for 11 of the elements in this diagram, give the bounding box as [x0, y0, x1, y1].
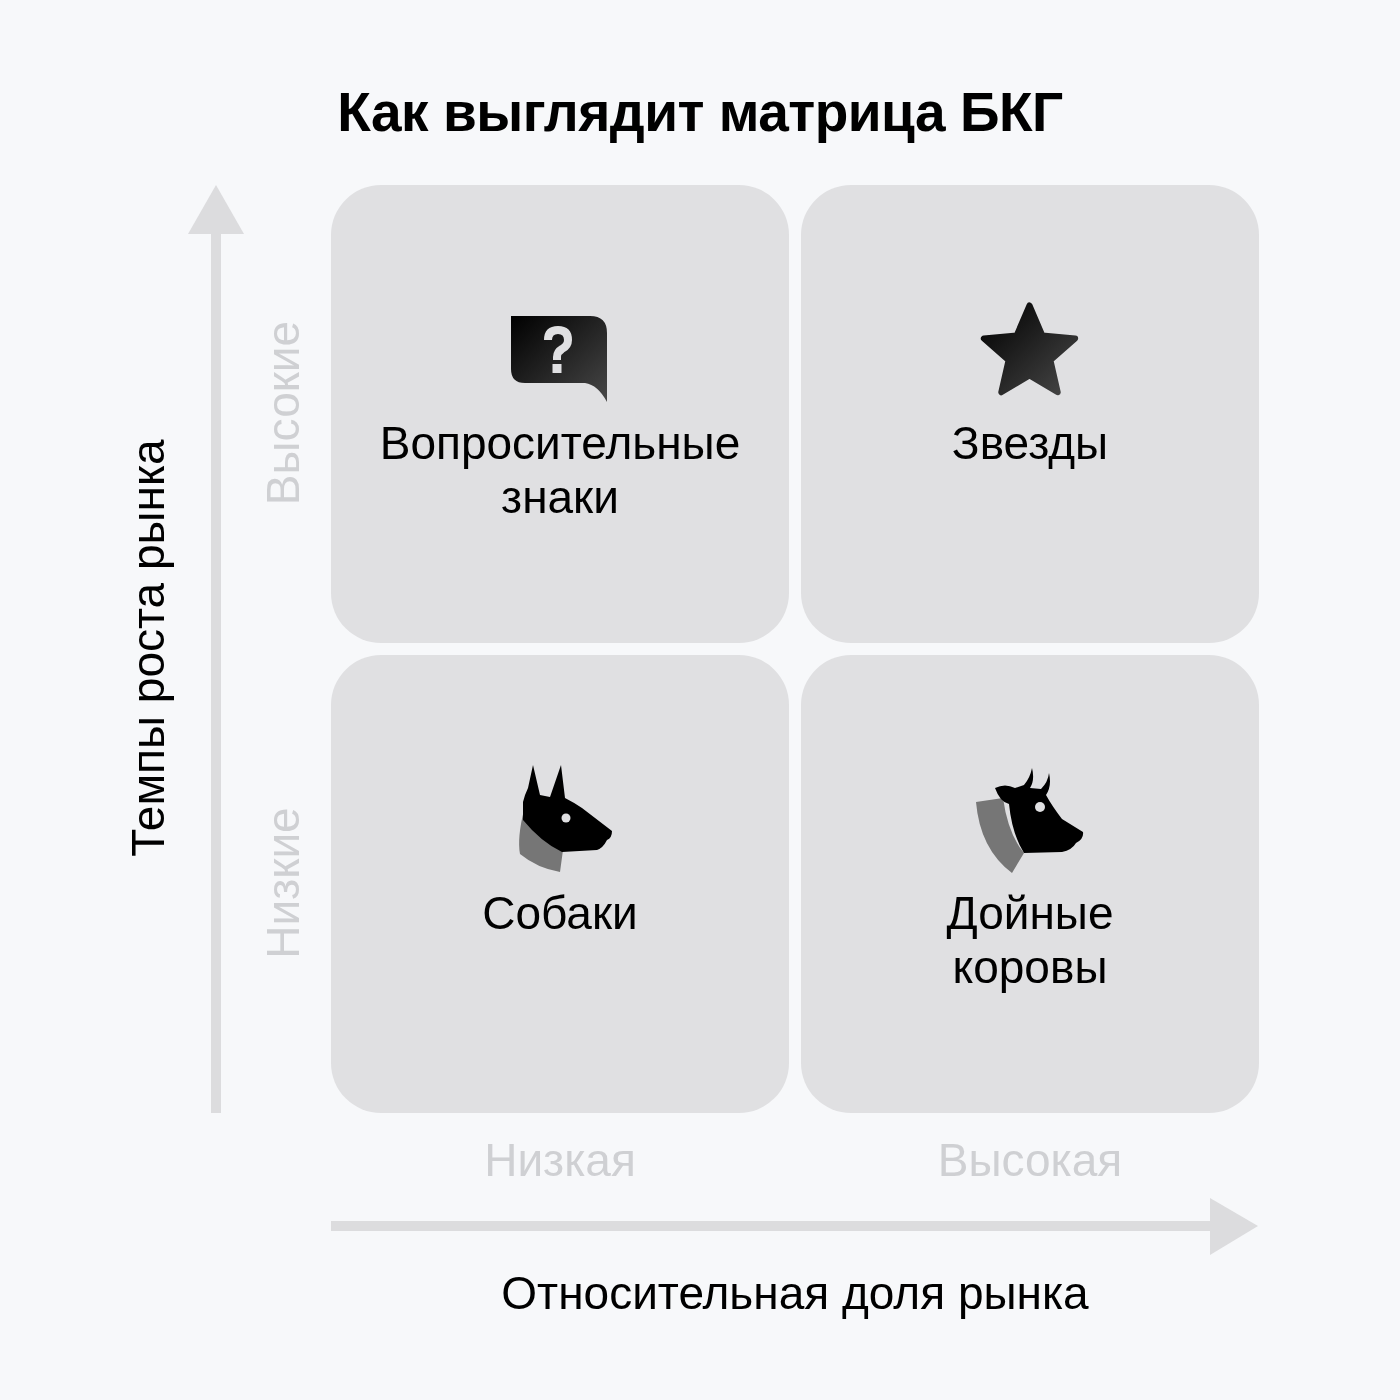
quadrant-label: Собаки — [482, 886, 638, 940]
quadrant-label: Вопросительные знаки — [378, 416, 742, 524]
axis-title: Темпы роста рынка — [121, 439, 175, 857]
quadrant-card — [331, 185, 789, 643]
quadrant-label: Дойные коровы — [945, 886, 1115, 994]
quadrant-card — [801, 655, 1259, 1113]
quadrant-card — [801, 185, 1259, 643]
quadrant-card — [331, 655, 789, 1113]
axis-title: Относительная доля рынка — [501, 1266, 1089, 1320]
quadrant-label: Звезды — [951, 416, 1109, 470]
diagram-title: Как выглядит матрица БКГ — [337, 80, 1063, 145]
